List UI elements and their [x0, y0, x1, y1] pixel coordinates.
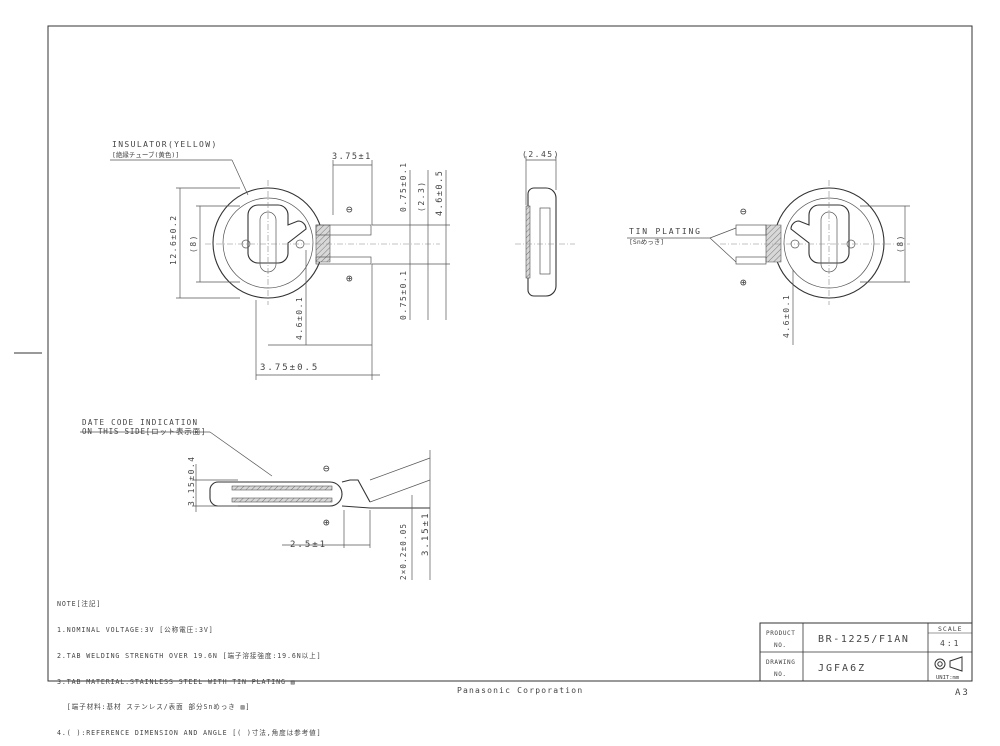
- product-no-value: BR-1225/F1AN: [818, 634, 909, 645]
- tin-plating-label: TIN PLATING: [629, 227, 702, 236]
- product-no-label: PRODUCT: [766, 630, 796, 637]
- insulator-label: INSULATOR(YELLOW): [112, 140, 218, 149]
- product-no-label-2: NO.: [774, 642, 787, 649]
- annotations: INSULATOR(YELLOW) [絶縁チューブ(黄色)] 3.75±1 12…: [82, 140, 905, 580]
- note-4: 4.( ):REFERENCE DIMENSION AND ANGLE [( )…: [57, 729, 322, 738]
- dim-2-5: 2.5±1: [290, 540, 327, 550]
- company-name: Panasonic Corporation: [457, 686, 583, 695]
- date-code-label-2: ON THIS SIDE[ロット表示面]: [82, 426, 206, 436]
- minus-symbol-front: ⊖: [346, 203, 353, 216]
- dim-0-75-top: 0.75±0.1: [399, 161, 408, 212]
- note-3-jp: [端子材料:基材 ステンレス/表面 部分Snめっき ▨]: [57, 703, 251, 712]
- dim-4-6-left: 4.6±0.1: [295, 296, 304, 340]
- projection-symbol-cone: [949, 656, 963, 672]
- note-3: 3.TAB MATERIAL:STAINLESS STEEL WITH TIN …: [57, 677, 296, 686]
- dim-4-6-tol-0-5: 4.6±0.5: [435, 170, 445, 216]
- dim-2-45: (2.45): [522, 150, 560, 159]
- dim-2x0-2: 2×0.2±0.05: [399, 523, 408, 580]
- minus-symbol-rear: ⊖: [740, 205, 747, 218]
- dim-3-75-tol-1: 3.75±1: [332, 152, 372, 162]
- dim-3-15-tol-0-4: 3.15±0.4: [187, 455, 196, 506]
- front-view: [110, 159, 450, 380]
- note-1: 1.NOMINAL VOLTAGE:3V [公称電圧:3V]: [57, 625, 214, 634]
- title-block: PRODUCT NO. BR-1225/F1AN DRAWING NO. JGF…: [759, 622, 973, 682]
- dim-8-right: (8): [896, 234, 905, 253]
- dim-4-6-right: 4.6±0.1: [782, 294, 791, 338]
- dim-3-15-tol-1: 3.15±1: [421, 511, 431, 556]
- drawing-frame: [47, 25, 973, 682]
- insulator-label-jp: [絶縁チューブ(黄色)]: [112, 150, 179, 159]
- notes-block: NOTE[注記] 1.NOMINAL VOLTAGE:3V [公称電圧:3V] …: [57, 583, 321, 746]
- scale-value: 4:1: [940, 639, 960, 648]
- note-2: 2.TAB WELDING STRENGTH OVER 19.6N [端子溶接強…: [57, 651, 322, 660]
- dim-3-75-tol-0-5: 3.75±0.5: [260, 363, 319, 373]
- drawing-no-label-2: NO.: [774, 671, 787, 678]
- dim-2-3: (2.3): [417, 180, 426, 212]
- minus-symbol-bottom: ⊖: [323, 462, 330, 475]
- bottom-view: [80, 431, 431, 580]
- scale-label: SCALE: [938, 625, 963, 633]
- drawing-no-value: JGFA6Z: [818, 663, 866, 674]
- rear-view: [627, 180, 910, 345]
- dim-0-75-bottom: 0.75±0.1: [399, 269, 408, 320]
- unit-label: UNIT:mm: [936, 675, 960, 681]
- drawing-sheet: INSULATOR(YELLOW) [絶縁チューブ(黄色)] 3.75±1 12…: [14, 25, 973, 698]
- sheet-size: A3: [955, 688, 970, 698]
- tin-plating-label-jp: [Snめっき]: [629, 238, 664, 246]
- side-view: [515, 156, 575, 297]
- dim-8-left: (8): [189, 234, 198, 253]
- dim-12-6: 12.6±0.2: [169, 214, 178, 265]
- drawing-no-label: DRAWING: [766, 659, 796, 666]
- projection-symbol-inner: [937, 661, 943, 667]
- note-heading: NOTE[注記]: [57, 600, 102, 609]
- plus-symbol-front: ⊕: [346, 272, 353, 285]
- date-code-label-1: DATE CODE INDICATION: [82, 418, 198, 427]
- projection-symbol-circle: [934, 658, 946, 670]
- plus-symbol-bottom: ⊕: [323, 516, 330, 529]
- plus-symbol-rear: ⊕: [740, 276, 747, 289]
